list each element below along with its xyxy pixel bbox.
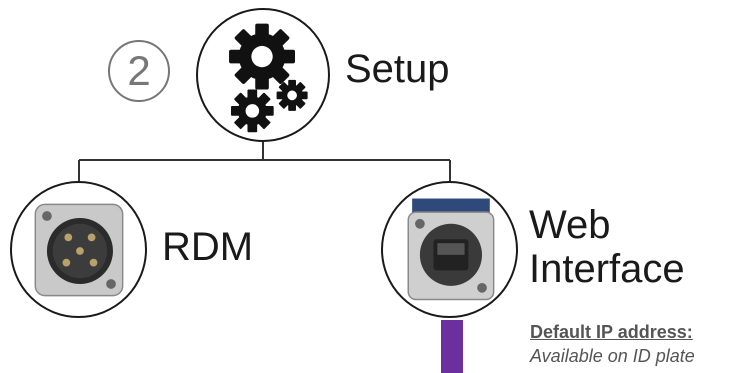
setup-node (196, 8, 330, 142)
default-ip-heading: Default IP address: (530, 322, 693, 342)
rdm-node (10, 181, 147, 318)
step-number: 2 (127, 47, 151, 94)
web-interface-label: Web Interface (529, 203, 685, 291)
step-number-badge: 2 (108, 40, 170, 102)
setup-label: Setup (345, 47, 450, 91)
web-interface-label-line1: Web (529, 203, 611, 247)
web-interface-label-line2: Interface (529, 247, 685, 291)
gears-icon (229, 23, 308, 133)
default-ip-note: Available on ID plate (530, 346, 695, 366)
xlr-connector-icon (34, 203, 124, 297)
ethercon-connector-icon (407, 198, 495, 301)
rdm-label: RDM (162, 225, 254, 269)
accent-bar (441, 320, 463, 373)
web-interface-node (381, 181, 518, 318)
